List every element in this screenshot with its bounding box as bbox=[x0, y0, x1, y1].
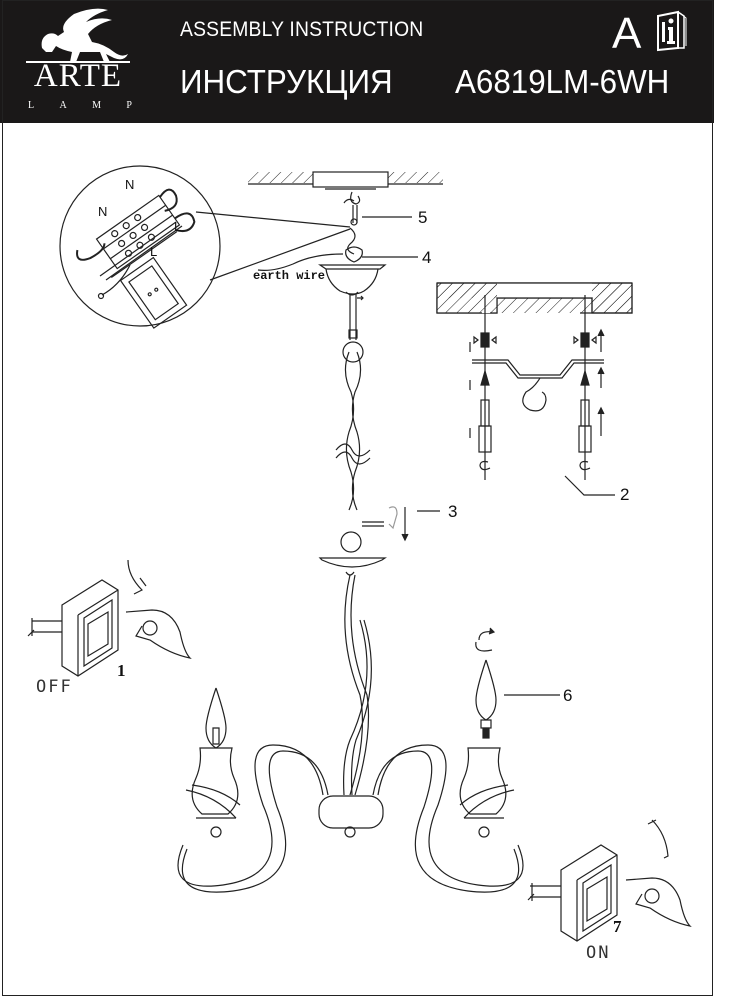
wire-label-n: N bbox=[98, 204, 107, 219]
wire-label-n: N bbox=[125, 177, 134, 192]
step-5-number: 5 bbox=[418, 208, 428, 227]
step-4-number: 4 bbox=[422, 248, 432, 267]
wire-label-l: L bbox=[150, 244, 157, 259]
brand-sub-letter: M bbox=[92, 100, 102, 111]
off-label: OFF bbox=[36, 677, 73, 697]
title-russian: ИНСТРУКЦИЯ bbox=[180, 63, 393, 100]
brand-sub-letter: L bbox=[28, 100, 35, 111]
instruction-book-icon bbox=[657, 10, 687, 52]
title-english: ASSEMBLY INSTRUCTION bbox=[180, 18, 424, 41]
switch-off bbox=[27, 559, 192, 677]
wire-label-l: L bbox=[174, 219, 181, 234]
on-label: ON bbox=[586, 943, 611, 963]
logo-divider bbox=[26, 61, 130, 63]
brand-sub-letter: A bbox=[59, 100, 67, 111]
griffin-logo-icon bbox=[41, 8, 128, 63]
brand-name: ARTE bbox=[33, 58, 123, 94]
brand-sub-letter: P bbox=[126, 100, 132, 111]
category-letter: A bbox=[612, 9, 642, 58]
page-frame bbox=[2, 0, 713, 996]
step-3-number: 3 bbox=[448, 502, 458, 521]
earth-wire-label: earth wire bbox=[253, 269, 326, 283]
step-6-number: 6 bbox=[563, 686, 573, 705]
switch-on bbox=[527, 819, 692, 942]
ceiling bbox=[248, 171, 443, 190]
model-number: A6819LM-6WH bbox=[455, 63, 670, 100]
step-2-number: 2 bbox=[620, 485, 630, 504]
step-7-number: 7 bbox=[613, 917, 622, 936]
step-1-number: 1 bbox=[117, 661, 126, 680]
brand-subtitle: L A M P bbox=[28, 100, 132, 111]
